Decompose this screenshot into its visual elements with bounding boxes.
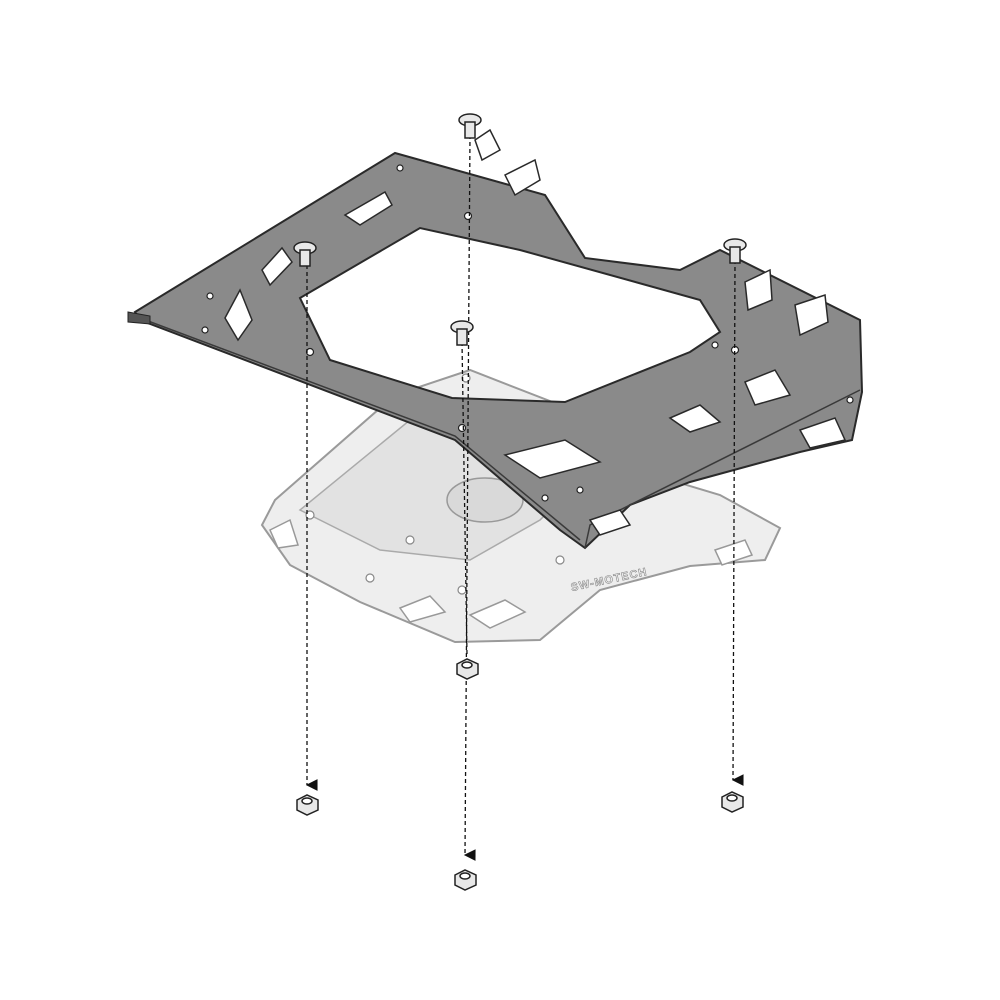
nut-icon — [721, 791, 744, 813]
screw-icon — [723, 238, 747, 264]
nuts — [296, 658, 744, 891]
base-plate: SW-MOTECH — [260, 368, 782, 644]
screw-icon — [458, 113, 482, 139]
screw-icon — [450, 320, 474, 346]
screw-icon — [293, 241, 317, 267]
nut-icon — [296, 794, 319, 816]
rack-plate — [127, 128, 864, 550]
guide-lines — [305, 134, 744, 861]
screws — [293, 113, 747, 346]
nut-icon — [454, 869, 477, 891]
nut-icon — [456, 658, 479, 680]
